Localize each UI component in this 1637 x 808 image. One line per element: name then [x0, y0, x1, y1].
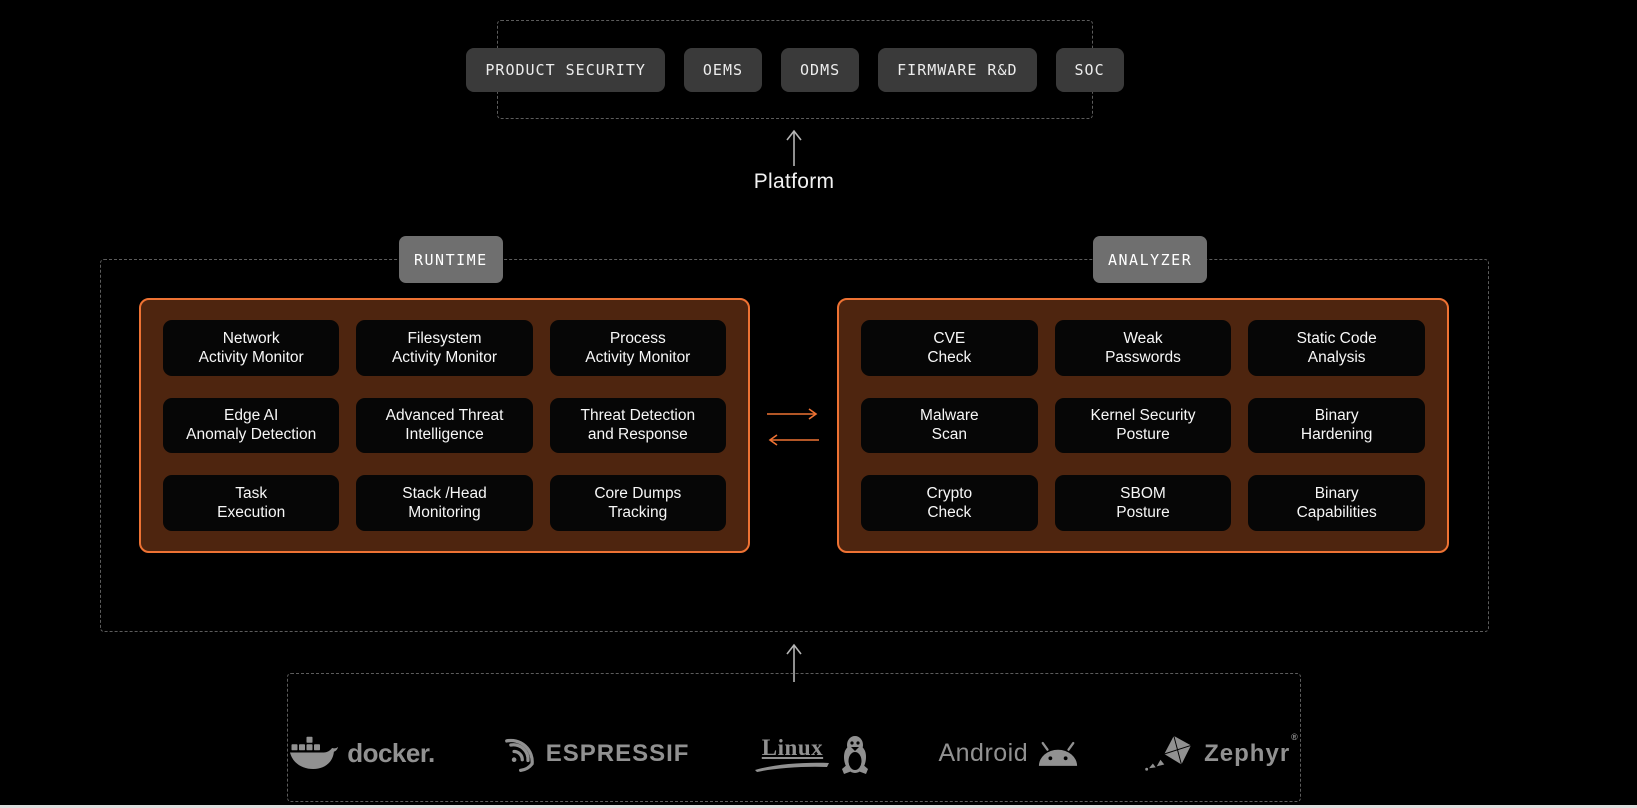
- analyzer-cell-binary-hardening: Binary Hardening: [1248, 397, 1425, 454]
- tux-penguin-icon: [842, 735, 869, 774]
- runtime-cell-task-execution: Task Execution: [163, 475, 340, 531]
- tag-firmware-rd: FIRMWARE R&D: [878, 47, 1037, 92]
- tag-soc: SOC: [1055, 47, 1124, 92]
- exchange-arrows-icon: [767, 408, 819, 446]
- runtime-cell-threat-detection-response: Threat Detection and Response: [549, 397, 726, 454]
- analyzer-cell-crypto-check: Crypto Check: [861, 475, 1038, 531]
- registered-mark: ®: [1291, 731, 1299, 742]
- docker-wordmark: docker.: [347, 738, 435, 768]
- linux-logo: Linux: [755, 733, 872, 775]
- runtime-cell-advanced-threat-intelligence: Advanced Threat Intelligence: [356, 397, 533, 454]
- analyzer-cell-weak-passwords: Weak Passwords: [1054, 320, 1232, 376]
- runtime-cell-process-activity-monitor: Process Activity Monitor: [549, 320, 726, 376]
- tag-product-security: PRODUCT SECURITY: [466, 47, 665, 92]
- platform-group: [100, 259, 1489, 632]
- bottom-edge-strip: [0, 805, 1637, 808]
- runtime-section-label: RUNTIME: [399, 236, 503, 283]
- runtime-cell-network-activity-monitor: Network Activity Monitor: [163, 320, 340, 376]
- android-bugdroid-icon: [1039, 741, 1078, 766]
- up-arrow-icon: [786, 129, 802, 166]
- zephyr-wordmark: Zephyr®: [1204, 731, 1299, 767]
- runtime-panel: Network Activity Monitor Filesystem Acti…: [139, 298, 750, 553]
- android-wordmark: Android: [938, 739, 1029, 767]
- right-arrow-icon: [808, 408, 818, 420]
- analyzer-cell-static-code-analysis: Static Code Analysis: [1248, 320, 1425, 376]
- runtime-cell-stack-head-monitoring: Stack /Head Monitoring: [356, 475, 533, 531]
- espressif-logo: ESPRESSIF: [501, 736, 690, 772]
- zephyr-kite-icon: [1145, 735, 1192, 771]
- linux-wordmark: Linux: [761, 735, 824, 760]
- zephyr-logo: Zephyr®: [1145, 731, 1299, 774]
- analyzer-cell-cve-check: CVE Check: [861, 320, 1038, 376]
- linux-swoosh-icon: [755, 762, 830, 772]
- tag-oems: OEMS: [683, 47, 763, 92]
- espressif-spiral-icon: [504, 738, 534, 772]
- analyzer-panel: CVE Check Weak Passwords Static Code Ana…: [837, 298, 1449, 553]
- platform-label: Platform: [753, 170, 835, 193]
- up-arrow-icon: [786, 643, 802, 682]
- analyzer-cell-sbom-posture: SBOM Posture: [1054, 475, 1232, 531]
- runtime-cell-core-dumps-tracking: Core Dumps Tracking: [549, 475, 726, 531]
- runtime-cell-filesystem-activity-monitor: Filesystem Activity Monitor: [356, 320, 533, 376]
- runtime-cell-edge-ai-anomaly-detection: Edge AI Anomaly Detection: [163, 397, 340, 454]
- android-logo: Android: [938, 739, 1079, 768]
- espressif-wordmark: ESPRESSIF: [545, 739, 690, 767]
- analyzer-cell-kernel-security-posture: Kernel Security Posture: [1054, 397, 1232, 454]
- tag-odms: ODMS: [781, 47, 860, 92]
- docker-logo: docker.: [290, 736, 435, 772]
- analyzer-cell-binary-capabilities: Binary Capabilities: [1248, 475, 1425, 531]
- stakeholders-group: PRODUCT SECURITY OEMS ODMS FIRMWARE R&D …: [466, 20, 1124, 119]
- analyzer-section-label: ANALYZER: [1093, 236, 1208, 283]
- analyzer-cell-malware-scan: Malware Scan: [861, 397, 1038, 454]
- docker-whale-icon: [290, 736, 339, 769]
- left-arrow-icon: [768, 434, 778, 446]
- supported-platforms-group: docker. ESPRESSIF Linux: [287, 673, 1301, 802]
